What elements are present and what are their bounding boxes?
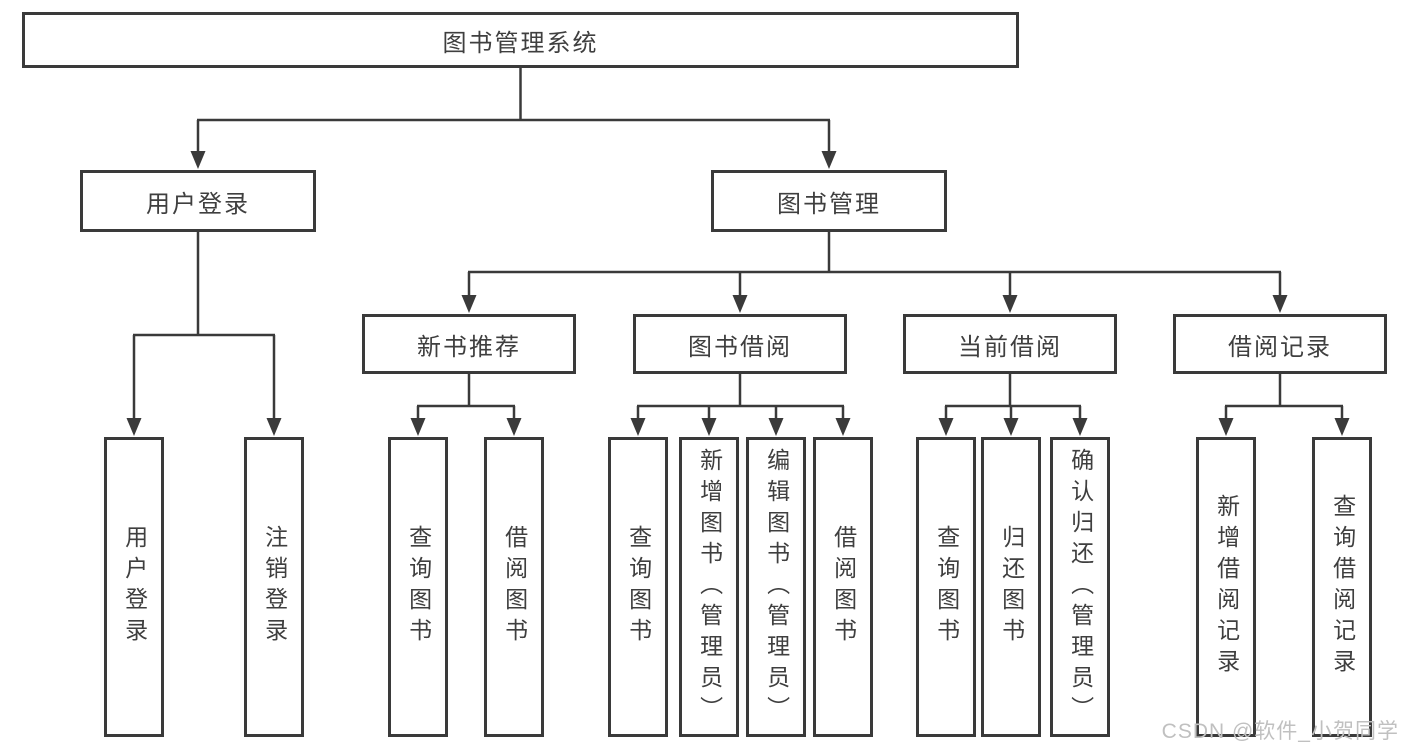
leaf-label: 查询借阅记录 xyxy=(1329,494,1356,680)
leaf-label: 用户登录 xyxy=(121,525,148,649)
node-label: 借阅记录 xyxy=(1228,333,1332,361)
node-label: 新书推荐 xyxy=(417,333,521,361)
leaf-label: 归还图书 xyxy=(998,525,1025,649)
leaf-label: 借阅图书 xyxy=(830,525,857,649)
leaf-label: 查询图书 xyxy=(625,525,652,649)
node-book-management: 图书管理 xyxy=(711,170,947,232)
leaf-edit-book-admin: 编辑图书（管理员） xyxy=(746,437,806,737)
leaf-return-books: 归还图书 xyxy=(981,437,1041,737)
leaf-label: 新增图书（管理员） xyxy=(696,447,723,727)
leaf-query-books-current: 查询图书 xyxy=(916,437,976,737)
leaf-label: 新增借阅记录 xyxy=(1213,494,1240,680)
leaf-query-books-recommend: 查询图书 xyxy=(388,437,448,737)
leaf-label: 借阅图书 xyxy=(501,525,528,649)
leaf-label: 确认归还（管理员） xyxy=(1067,447,1094,727)
node-user-login: 用户登录 xyxy=(80,170,316,232)
watermark: CSDN @软件_小贺同学 xyxy=(1161,720,1399,743)
leaf-borrow-books-borrow: 借阅图书 xyxy=(813,437,873,737)
node-label: 图书借阅 xyxy=(688,333,792,361)
leaf-user-login: 用户登录 xyxy=(104,437,164,737)
leaf-logout: 注销登录 xyxy=(244,437,304,737)
leaf-label: 查询图书 xyxy=(405,525,432,649)
node-current-borrow: 当前借阅 xyxy=(903,314,1117,374)
leaf-label: 编辑图书（管理员） xyxy=(763,447,790,727)
node-label: 图书管理系统 xyxy=(442,29,599,57)
leaf-label: 查询图书 xyxy=(933,525,960,649)
leaf-query-books-borrow: 查询图书 xyxy=(608,437,668,737)
node-label: 图书管理 xyxy=(777,190,881,218)
leaf-add-book-admin: 新增图书（管理员） xyxy=(679,437,739,737)
leaf-query-borrow-record: 查询借阅记录 xyxy=(1312,437,1372,737)
node-library-management-system: 图书管理系统 xyxy=(22,12,1019,68)
leaf-label: 注销登录 xyxy=(261,525,288,649)
node-label: 当前借阅 xyxy=(958,333,1062,361)
leaf-confirm-return-admin: 确认归还（管理员） xyxy=(1050,437,1110,737)
leaf-borrow-books-recommend: 借阅图书 xyxy=(484,437,544,737)
leaf-add-borrow-record: 新增借阅记录 xyxy=(1196,437,1256,737)
node-book-borrow: 图书借阅 xyxy=(633,314,847,374)
node-label: 用户登录 xyxy=(146,190,250,218)
node-borrow-records: 借阅记录 xyxy=(1173,314,1387,374)
node-new-book-recommend: 新书推荐 xyxy=(362,314,576,374)
